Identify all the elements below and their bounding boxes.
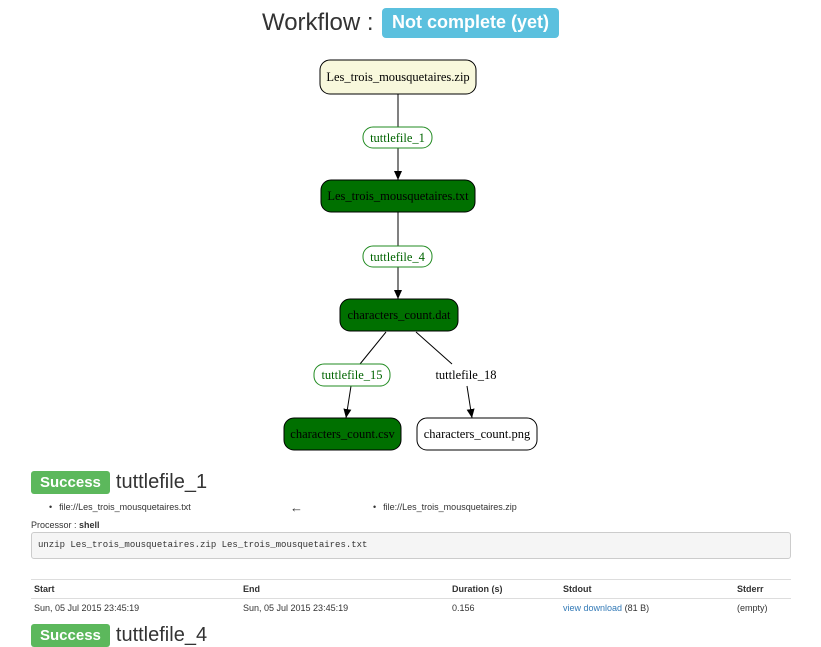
node-label: characters_count.png <box>424 427 531 441</box>
section-title: tuttlefile_4 <box>115 624 208 646</box>
output-item: file://Les_trois_mousquetaires.txt <box>49 502 191 512</box>
cell-end: Sun, 05 Jul 2015 23:45:19 <box>243 603 349 613</box>
node-dat[interactable]: characters_count.dat <box>339 298 459 332</box>
process-section-tuttlefile-4: Success tuttlefile_4 <box>31 624 791 647</box>
process-section-tuttlefile-1: Success tuttlefile_1 file://Les_trois_mo… <box>31 471 791 617</box>
input-item: file://Les_trois_mousquetaires.zip <box>373 502 517 512</box>
stdout-view-link[interactable]: view <box>563 603 582 613</box>
cell-stderr: (empty) <box>737 603 768 613</box>
node-label: Les_trois_mousquetaires.zip <box>326 70 469 84</box>
node-csv[interactable]: characters_count.csv <box>283 417 402 451</box>
node-png[interactable]: characters_count.png <box>416 417 538 451</box>
process-tuttlefile-15[interactable]: tuttlefile_15 <box>313 363 391 387</box>
io-row: file://Les_trois_mousquetaires.txt ← fil… <box>31 500 791 518</box>
process-label: tuttlefile_15 <box>321 368 382 382</box>
col-stderr: Stderr <box>734 579 791 599</box>
workflow-graph: Les_trois_mousquetaires.zip tuttlefile_1… <box>283 59 538 451</box>
status-badge: Success <box>31 624 110 647</box>
process-tuttlefile-4[interactable]: tuttlefile_4 <box>362 245 433 268</box>
node-label: characters_count.dat <box>347 308 451 322</box>
col-duration: Duration (s) <box>449 579 560 599</box>
col-end: End <box>240 579 449 599</box>
process-label: tuttlefile_1 <box>370 131 425 145</box>
section-title: tuttlefile_1 <box>115 471 208 493</box>
edge-line <box>466 385 475 419</box>
left-arrow-icon: ← <box>290 500 303 515</box>
edge-line <box>343 385 352 419</box>
status-badge: Success <box>31 471 110 494</box>
workflow-status-badge: Not complete (yet) <box>382 8 560 38</box>
node-txt[interactable]: Les_trois_mousquetaires.txt <box>320 179 476 213</box>
stdout-download-link[interactable]: download <box>583 603 623 613</box>
run-table: Start End Duration (s) Stdout Stderr Sun… <box>31 579 791 617</box>
stdout-size: (81 B) <box>624 603 650 613</box>
processor-label: Processor : <box>31 520 77 530</box>
process-label: tuttlefile_18 <box>435 368 496 382</box>
col-start: Start <box>31 579 240 599</box>
section-header: Success tuttlefile_4 <box>31 624 791 647</box>
processor-value: shell <box>79 520 100 530</box>
process-tuttlefile-18[interactable]: tuttlefile_18 <box>435 368 496 382</box>
processor-line: Processor : shell <box>31 520 791 530</box>
process-tuttlefile-1[interactable]: tuttlefile_1 <box>362 126 433 149</box>
col-stdout: Stdout <box>560 579 734 599</box>
command-block: unzip Les_trois_mousquetaires.zip Les_tr… <box>31 532 791 559</box>
node-zip[interactable]: Les_trois_mousquetaires.zip <box>319 59 477 95</box>
page-title: Workflow : <box>261 9 374 36</box>
node-label: Les_trois_mousquetaires.txt <box>327 189 469 203</box>
edge-line <box>359 331 387 365</box>
edge-line <box>415 331 453 365</box>
workflow-header: Workflow : Not complete (yet) <box>0 8 821 38</box>
cell-stdout: view download (81 B) <box>560 599 734 618</box>
node-label: characters_count.csv <box>290 427 395 441</box>
cell-start: Sun, 05 Jul 2015 23:45:19 <box>34 603 140 613</box>
table-row: Sun, 05 Jul 2015 23:45:19 Sun, 05 Jul 20… <box>31 599 791 618</box>
process-label: tuttlefile_4 <box>370 250 426 264</box>
cell-duration: 0.156 <box>452 603 475 613</box>
section-header: Success tuttlefile_1 <box>31 471 791 494</box>
